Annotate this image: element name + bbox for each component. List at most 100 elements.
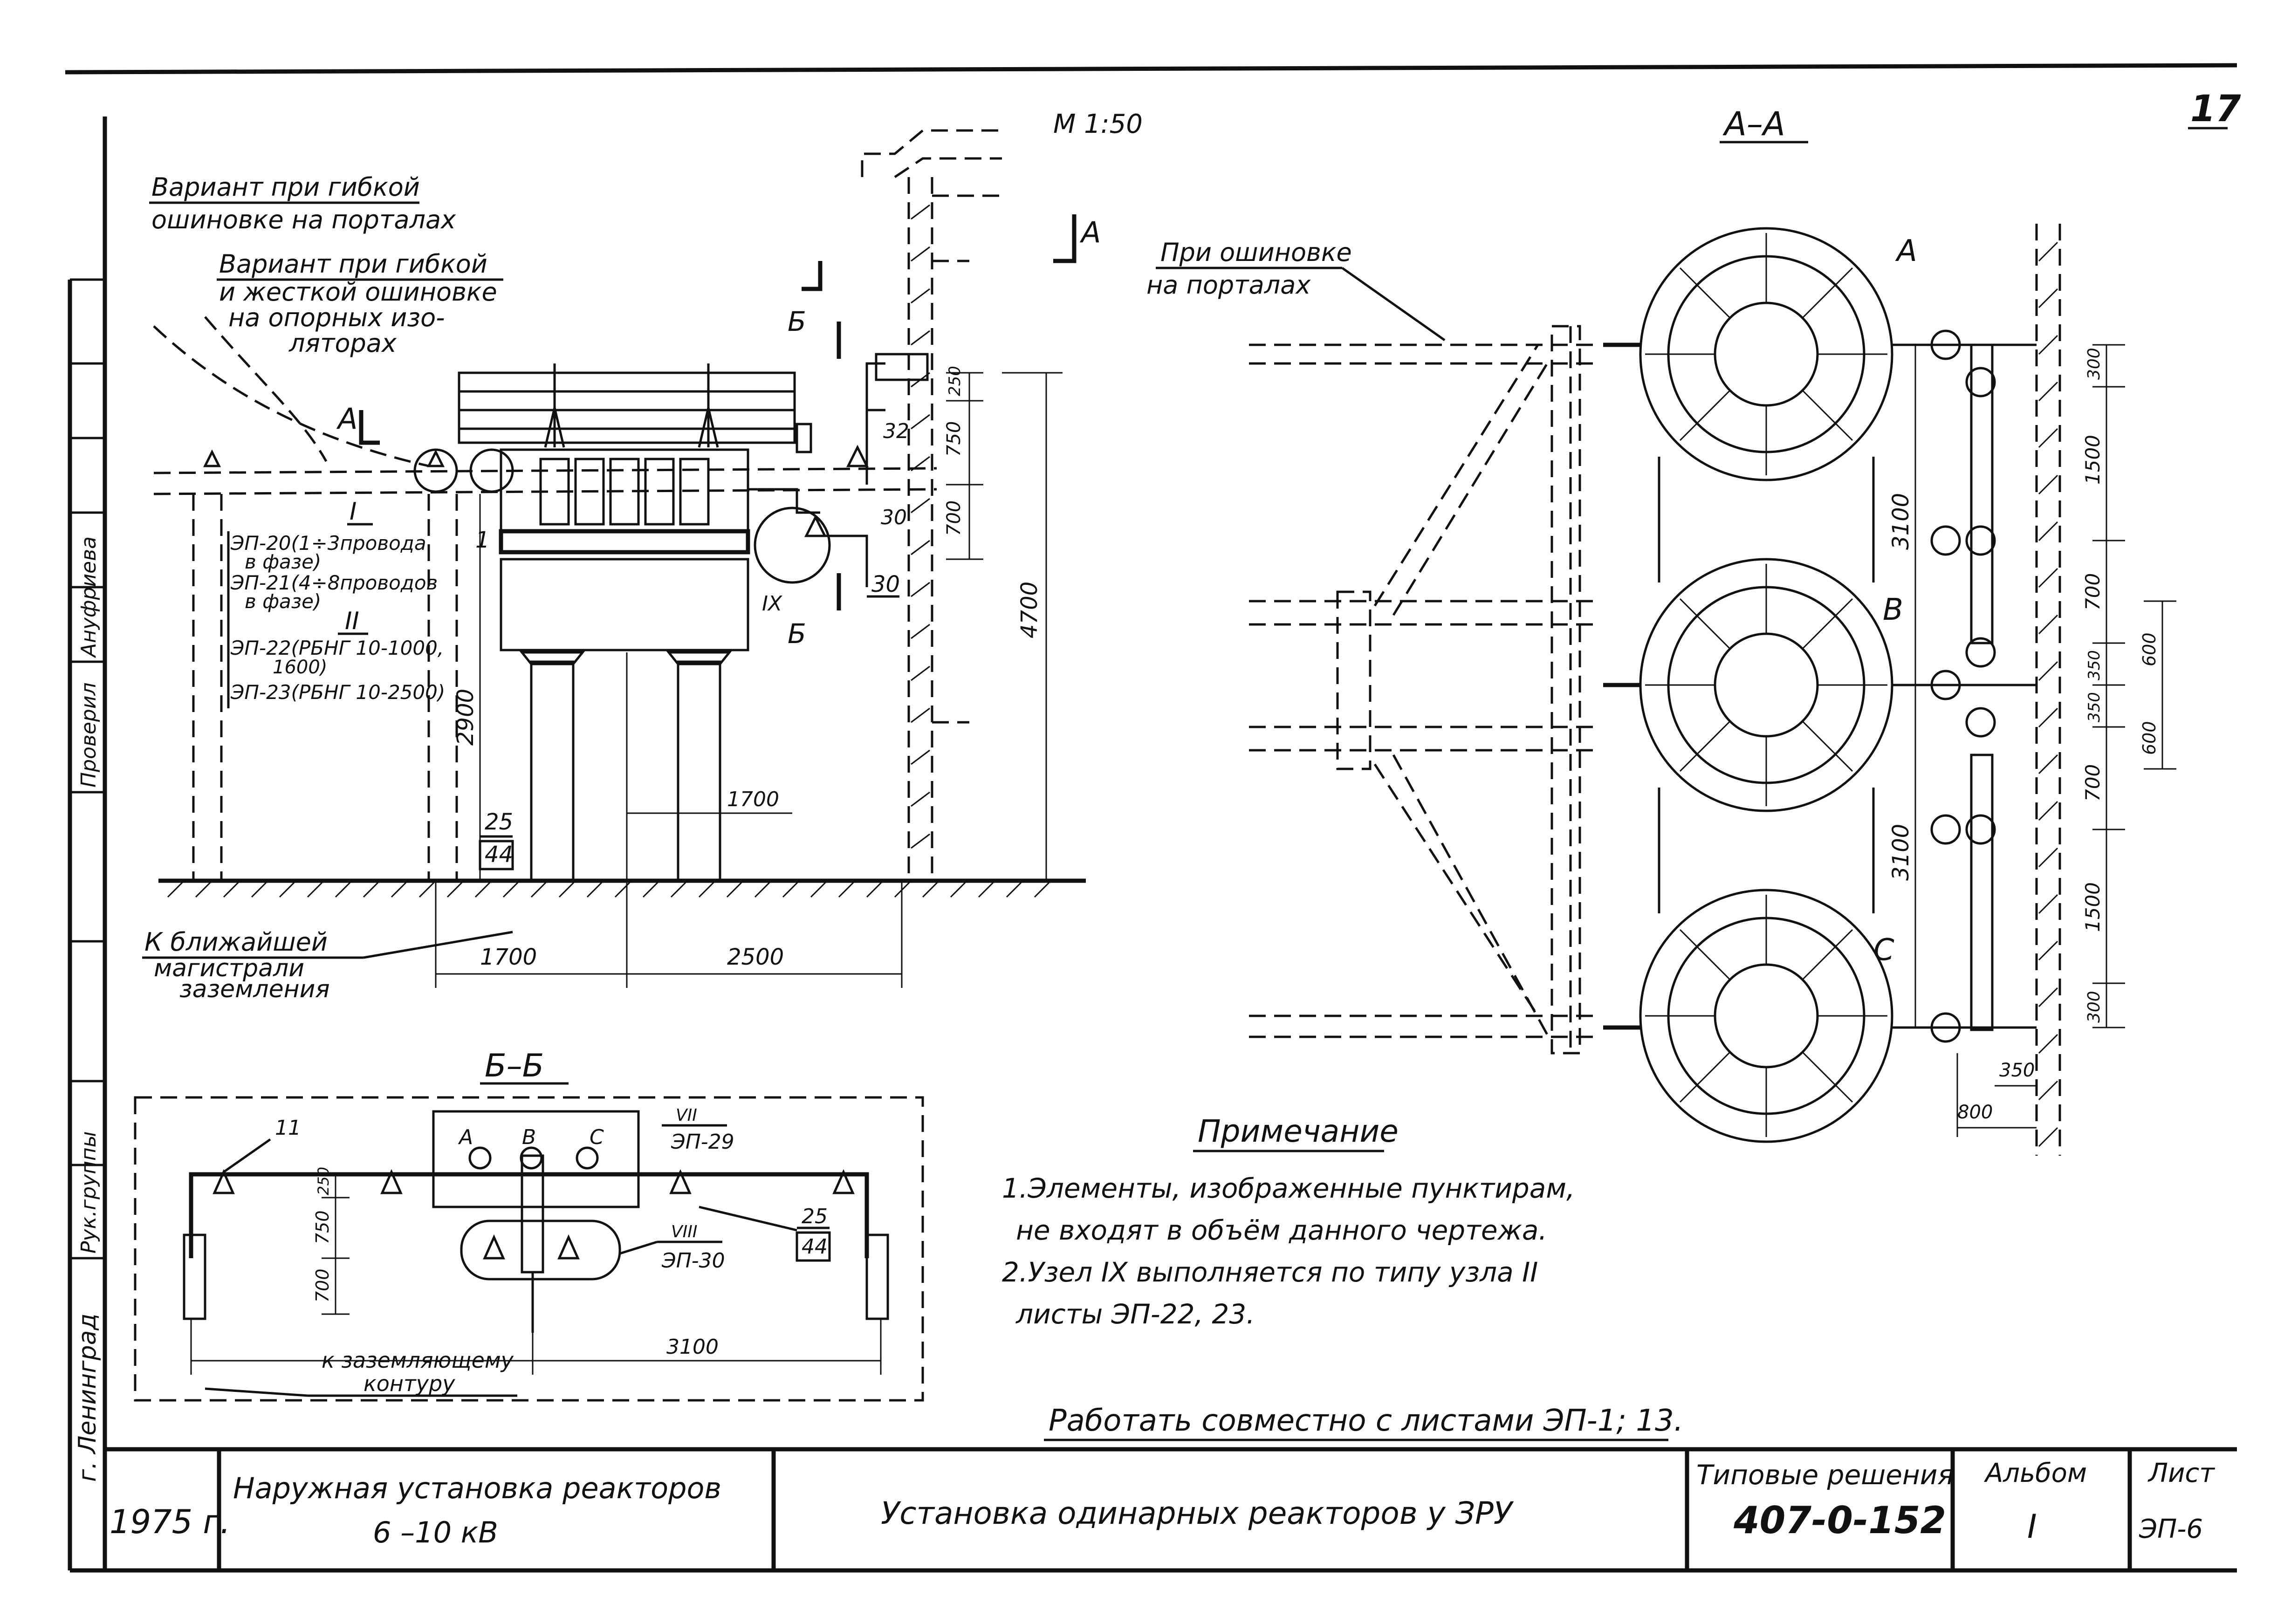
variant-rigid-line4: ляторах (288, 329, 397, 358)
phase-a-label: А (1895, 234, 1917, 268)
dim-800: 800 (1957, 1102, 1993, 1123)
stamp-checked-name: Ануфриева (77, 536, 101, 658)
dim-350-bottom: 350 (2085, 692, 2104, 722)
stamp-city: г. Ленинград (74, 1314, 102, 1482)
dim-4700: 4700 (1016, 582, 1043, 638)
bb-ref-vii: ЭП-29 (671, 1130, 734, 1154)
callout-ii-line3: ЭП-23(РБНГ 10-2500) (230, 681, 445, 704)
tb-type-label: Типовые решения (1696, 1459, 1954, 1491)
dim-300-top: 300 (2085, 348, 2104, 380)
dim-750: 750 (943, 421, 965, 457)
phase-c-label: С (1873, 933, 1894, 967)
dim-3100-upper: 3100 (1888, 493, 1914, 550)
bb-pos-25: 25 (802, 1205, 828, 1228)
stamp-group-head: Рук.группы (77, 1131, 101, 1254)
pos-mark-30a: 30 (881, 506, 907, 529)
variant-portal-line2: ошиновке на порталах (151, 205, 456, 234)
node-ix-label: IX (762, 592, 782, 616)
dim-300-bottom: 300 (2085, 991, 2104, 1023)
bb-dim-3100: 3100 (666, 1335, 719, 1359)
variant-rigid-line1: Вариант при гибкой (219, 249, 487, 279)
dim-1500-top: 1500 (2081, 435, 2104, 485)
reactor-phase-a (1639, 227, 1893, 481)
ground-note-line3: заземления (179, 975, 330, 1003)
notes-heading: Примечание (1198, 1113, 1399, 1149)
bb-node-viii: VIII (671, 1222, 697, 1241)
tb-type-code: 407-0-152 (1733, 1499, 1946, 1542)
dim-1700-inner: 1700 (727, 788, 779, 811)
tb-subject-line2: 6 –10 кВ (373, 1515, 498, 1549)
note-line-3: 2.Узел IX выполняется по типу узла II (1002, 1256, 1538, 1288)
pos-mark-1: 1 (475, 527, 490, 553)
dim-2500-bottom: 2500 (727, 944, 784, 970)
note-line-1: 1.Элементы, изображенные пунктирам, (1002, 1172, 1575, 1204)
bb-dim-700: 700 (312, 1268, 333, 1302)
scale-label: М 1:50 (1053, 109, 1143, 139)
callout-i-line4: в фазе) (245, 590, 321, 613)
section-aa-title: А–А (1722, 105, 1785, 143)
dim-600-top: 600 (2139, 632, 2160, 666)
building-wall (861, 129, 1002, 881)
note-line-4: листы ЭП-22, 23. (1015, 1298, 1255, 1330)
ground-note-line2: магистрали (154, 954, 304, 982)
callout-ii-line2: 1600) (273, 657, 327, 678)
bb-ground-line1: к заземляющему (322, 1348, 514, 1373)
phase-b-label: В (1883, 593, 1903, 627)
work-together-note: Работать совместно с листами ЭП-1; 13. (1049, 1404, 1683, 1438)
section-mark-a-left: А (336, 402, 357, 436)
tb-sheet-label: Лист (2147, 1458, 2215, 1488)
callout-ii-line1: ЭП-22(РБНГ 10-1000, (230, 637, 444, 659)
pos-mark-32: 32 (883, 419, 909, 443)
section-mark-b-top: Б (788, 306, 806, 337)
variant-portal-line1: Вариант при гибкой (151, 172, 420, 202)
bb-ground-line2: контуру (364, 1371, 455, 1396)
callout-i-line3: ЭП-21(4÷8проводов (230, 571, 438, 594)
reactor-phase-b (1639, 558, 1893, 812)
dim-350-top: 350 (2085, 650, 2104, 680)
dim-2900: 2900 (453, 689, 479, 746)
dim-1700-bottom: 1700 (480, 944, 537, 970)
callout-i-line2: в фазе) (245, 550, 321, 573)
bb-phase-c: С (590, 1125, 604, 1149)
note-line-2: не входят в объём данного чертежа. (1016, 1214, 1547, 1246)
bb-phase-a: А (458, 1125, 473, 1149)
tb-subject-line1: Наружная установка реакторов (233, 1471, 721, 1505)
page-number: 17 (2190, 88, 2241, 130)
node-ii-label: II (345, 607, 359, 635)
pos-mark-44: 44 (485, 842, 513, 868)
variant-rigid-line3: на опорных изо- (228, 303, 445, 332)
dim-700-bottom: 700 (2081, 764, 2104, 802)
plan-view-aa: При ошиновке на порталах (1146, 224, 2176, 1156)
tb-drawing-title: Установка одинарных реакторов у ЗРУ (881, 1495, 1514, 1531)
sheet-frame (65, 63, 2237, 1573)
stamp-checked: Проверил (77, 682, 101, 788)
ground-hatch (167, 880, 1052, 898)
bb-dim-750: 750 (312, 1210, 333, 1244)
dim-1500-bottom: 1500 (2081, 882, 2104, 932)
section-bb-view: Б–Б А В С 11 VII ЭП-29 VIII ЭП-30 25 44 (134, 1048, 924, 1402)
bb-pos-11: 11 (275, 1116, 301, 1140)
pos-mark-25: 25 (485, 809, 513, 835)
ground-note-line1: К ближайшей (144, 927, 328, 957)
busbar-note-line2: на порталах (1146, 270, 1311, 300)
section-mark-a-wall: А (1079, 215, 1101, 249)
variant-rigid-line2: и жесткой ошиновке (219, 277, 497, 307)
dim-700-top: 700 (2081, 573, 2104, 610)
tb-album-value: I (2027, 1508, 2037, 1546)
bb-ref-viii: ЭП-30 (661, 1249, 725, 1273)
left-elevation-view: А А Б Б Вариант при гибкой ошиновке на п… (142, 129, 1101, 1003)
notes-block: Примечание 1.Элементы, изображенные пунк… (1002, 1113, 1683, 1441)
section-mark-b-bottom: Б (788, 618, 806, 650)
bb-pos-44: 44 (802, 1235, 828, 1259)
bb-dim-250: 250 (315, 1167, 332, 1195)
reactor-phase-c (1639, 889, 1893, 1143)
tb-year: 1975 г. (110, 1503, 230, 1541)
tb-sheet-value: ЭП-6 (2139, 1514, 2203, 1544)
dim-350-wall: 350 (1999, 1060, 2035, 1081)
bb-phase-b: В (522, 1125, 536, 1149)
dim-700: 700 (943, 500, 965, 536)
busbar-note-line1: При ошиновке (1160, 238, 1352, 267)
tb-album-label: Альбом (1984, 1458, 2087, 1488)
title-block: 1975 г. Наружная установка реакторов 6 –… (110, 1449, 2215, 1570)
section-bb-title: Б–Б (485, 1048, 544, 1084)
